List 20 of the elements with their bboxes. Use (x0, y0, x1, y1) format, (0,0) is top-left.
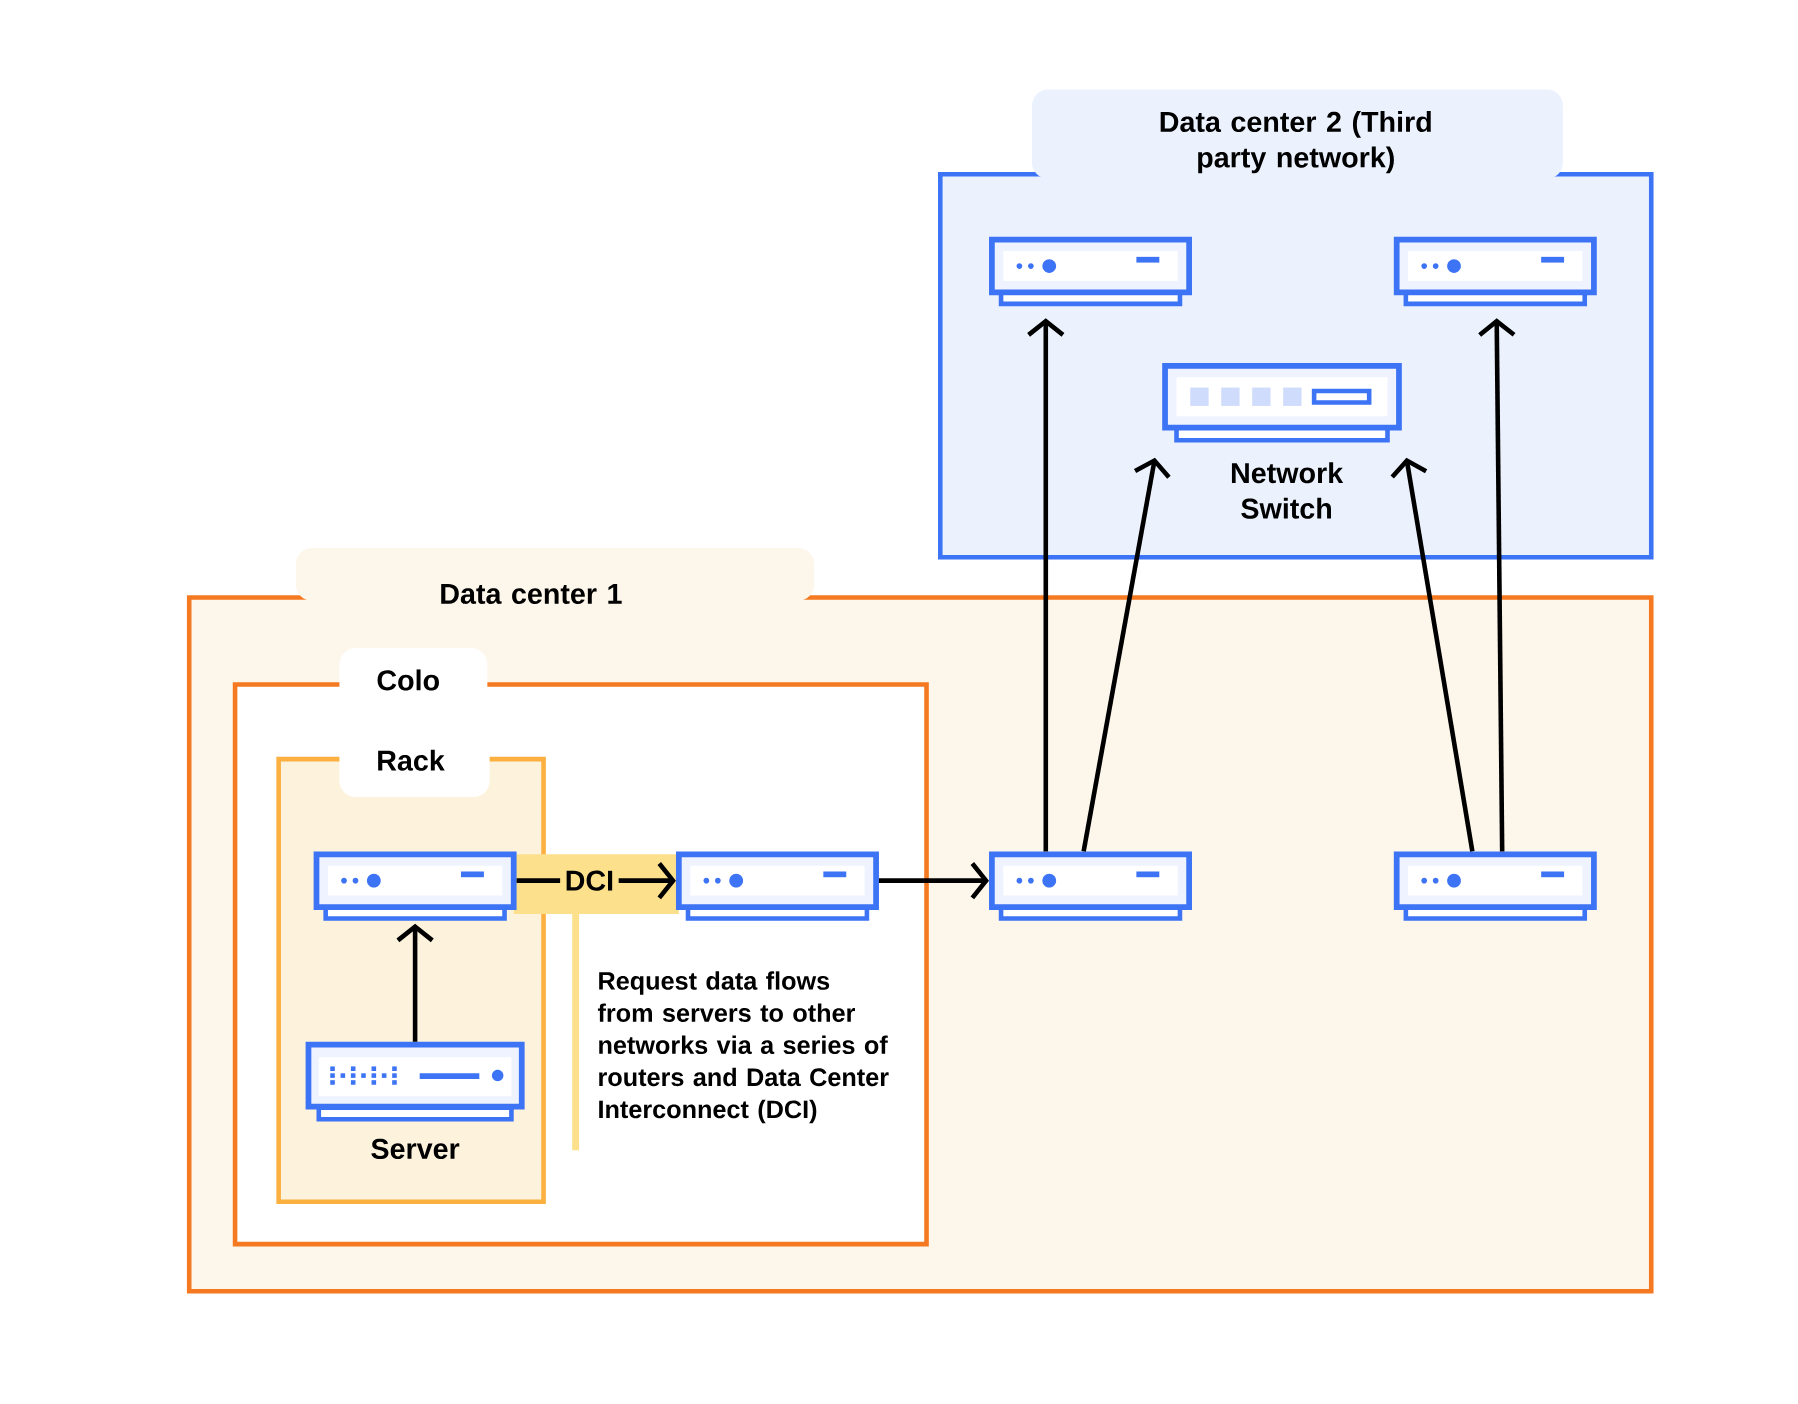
router-icon (676, 851, 879, 922)
title-tab: Data center 1 (295, 548, 815, 605)
arrow (1027, 318, 1065, 852)
router-icon (989, 851, 1192, 922)
note-text: Request data flows from servers to other networks via a series of routers and Data Center Interconnect (DCI) (597, 971, 889, 1124)
arrow (1081, 457, 1171, 853)
router-icon (1393, 851, 1597, 922)
router-icon (989, 237, 1192, 307)
arrow (878, 862, 990, 900)
arrow (1390, 457, 1475, 853)
router-icon (313, 851, 517, 922)
arrow (1478, 318, 1516, 852)
router-icon (1393, 237, 1597, 307)
title-tab: Colo (339, 648, 488, 706)
title-tab: Data center 2 (Third party network) (1032, 89, 1563, 180)
device-label: Network Switch (1231, 462, 1344, 520)
arrow (396, 923, 434, 1042)
edge-label: DCI (560, 866, 619, 896)
device-label: Server (371, 1139, 460, 1160)
title-tab: Rack (339, 734, 490, 798)
